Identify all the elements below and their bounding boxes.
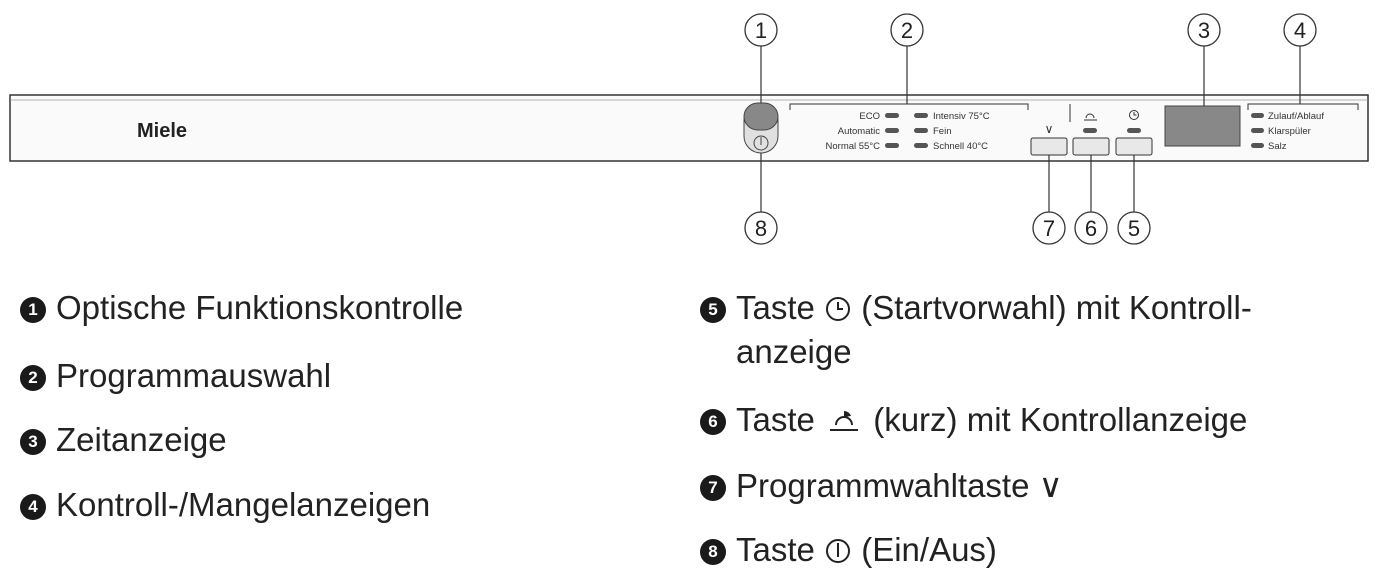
legend-item-6: 6 Taste (kurz) mit Kontrollanzeige [700,400,1247,446]
legend-text: Programmwahltaste ∨ [736,467,1063,504]
indicator-led [1251,113,1264,118]
program-automatic: Automatic [838,126,880,137]
callout-3: 3 [1187,13,1221,47]
callout-6: 6 [1074,211,1108,245]
legend-text: (Startvorwahl) mit Kontroll- [861,289,1252,326]
program-intensiv: Intensiv 75°C [933,111,990,122]
program-led [885,128,899,133]
legend-item-4: 4 Kontroll-/Mangelanzeigen [20,485,430,525]
legend-text-continued: anzeige [736,333,852,370]
legend-text: Programmauswahl [56,357,332,394]
short-program-icon [1084,113,1097,121]
legend-number: 6 [700,409,726,435]
legend-pre: Taste [736,289,815,326]
callout-5: 5 [1117,211,1151,245]
legend-number: 3 [20,429,46,455]
indicator-led [1251,128,1264,133]
legend-item-3: 3 Zeitanzeige [20,420,227,460]
legend-item-8: 8 Taste (Ein/Aus) [700,530,997,574]
indicator-zulauf-ablauf: Zulauf/Ablauf [1268,111,1324,122]
program-selection: ECO Automatic Normal 55°C Intensiv 75°C … [826,111,990,152]
clock-icon [1129,110,1139,120]
legend-text: Kontroll-/Mangelanzeigen [56,486,431,523]
legend-number: 5 [700,297,726,323]
clock-icon [824,292,852,332]
control-panel-diagram: Miele ECO Automatic Normal 55°C Intensiv… [9,13,1369,245]
select-button-symbol: ∨ [1045,122,1054,136]
legend-item-1: 1 Optische Funktionskontrolle [20,288,463,328]
program-fein: Fein [933,126,951,137]
program-led [914,113,928,118]
legend-number: 4 [20,494,46,520]
power-button[interactable] [753,135,769,151]
callout-4: 4 [1283,13,1317,47]
legend-pre: Taste [736,401,815,438]
legend-text: Optische Funktionskontrolle [56,289,464,326]
callout-7: 7 [1032,211,1066,245]
callout-8: 8 [744,211,778,245]
program-led [885,113,899,118]
svg-text:2: 2 [901,18,913,43]
svg-text:7: 7 [1043,216,1055,241]
short-led [1083,128,1097,133]
indicator-lights: Zulauf/Ablauf Klarspüler Salz [1251,111,1324,152]
legend-text: (kurz) mit Kontrollanzeige [873,401,1248,438]
callout-1: 1 [744,13,778,47]
short-button[interactable] [1072,137,1110,156]
legend-item-2: 2 Programmauswahl [20,356,331,396]
optical-function-control [743,102,779,154]
legend-pre: Taste [736,531,815,568]
delay-start-led [1127,128,1141,133]
svg-text:5: 5 [1128,216,1140,241]
svg-text:4: 4 [1294,18,1306,43]
svg-text:6: 6 [1085,216,1097,241]
legend-number: 8 [700,539,726,565]
callout-2: 2 [890,13,924,47]
svg-text:1: 1 [755,18,767,43]
program-schnell: Schnell 40°C [933,141,988,152]
control-panel [9,94,1369,162]
legend-text: Zeitanzeige [56,421,227,458]
legend-number: 7 [700,475,726,501]
program-led [914,143,928,148]
legend-number: 2 [20,365,46,391]
program-eco: ECO [859,111,880,122]
legend-number: 1 [20,297,46,323]
indicator-klarspueler: Klarspüler [1268,126,1311,137]
power-icon [824,534,852,574]
brand-logo: Miele [137,120,187,142]
indicator-led [1251,143,1264,148]
svg-text:3: 3 [1198,18,1210,43]
indicator-salz: Salz [1268,141,1287,152]
legend-item-5: 5 Taste (Startvorwahl) mit Kontroll- anze… [700,288,1252,372]
svg-text:8: 8 [755,216,767,241]
program-led [885,143,899,148]
program-led [914,128,928,133]
delay-start-button[interactable] [1115,137,1153,156]
program-select-button[interactable] [1030,137,1068,156]
time-display [1164,105,1241,147]
program-normal: Normal 55°C [826,141,881,152]
legend-text: (Ein/Aus) [861,531,997,568]
short-program-icon [824,405,864,446]
legend-item-7: 7 Programmwahltaste ∨ [700,466,1063,506]
